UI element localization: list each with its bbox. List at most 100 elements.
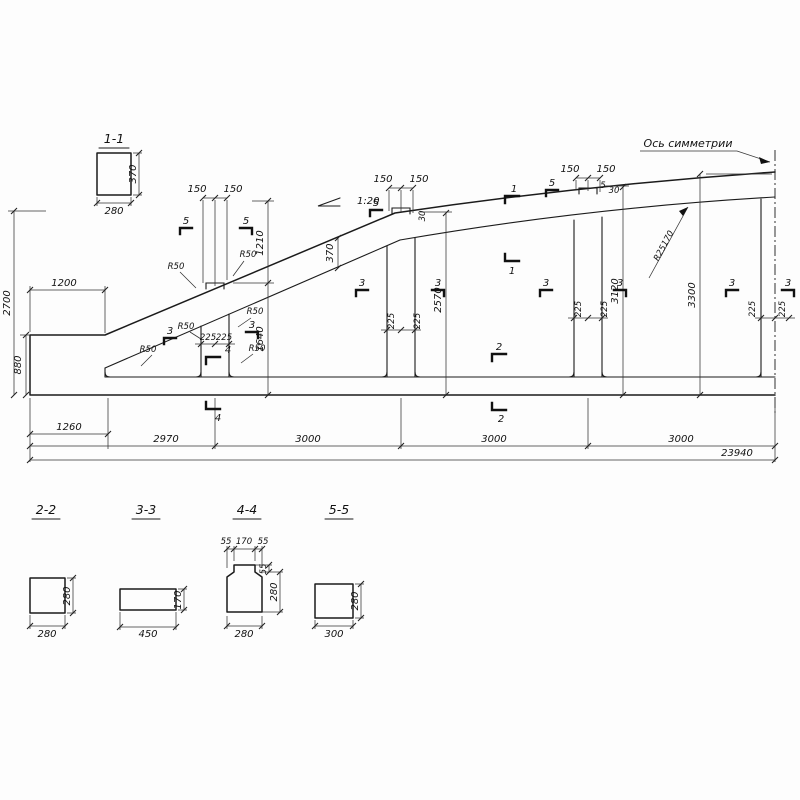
cut-3-p4-left: 3 [729,278,735,289]
section-5-5: 5-5 280 300 [314,502,361,640]
axis-arrowhead [759,157,770,164]
cut-5-p3: 5 [549,178,555,189]
dim-150-p3-right: 150 [596,164,615,175]
radius-r50-2: R50 [240,250,257,260]
dimensions [8,149,795,631]
section-4-4-label: 4-4 [237,502,257,517]
dim-225-p3-right: 225 [600,301,610,317]
dim-3000-c: 3000 [668,434,693,445]
cut-2-marks [490,352,508,412]
cut-3-p1-left: 3 [167,326,173,337]
cut-3-p3-right: 3 [617,278,623,289]
dim-total-23940: 23940 [721,448,753,459]
slope-symbol [317,197,341,207]
section-4-4-stem-height: 55 [259,564,269,575]
cut-3-p1-right: 3 [249,320,255,331]
cut-5-marks [178,188,560,236]
extension-lines [8,152,776,630]
cut-2-upper: 2 [496,342,502,353]
section-5-5-width: 300 [324,629,343,640]
main-elevation [29,150,776,414]
section-1-1-label: 1-1 [104,131,124,146]
cut-5-p2: 5 [373,198,379,209]
dim-225-p2-left: 225 [387,313,397,329]
section-cut-marks [162,188,796,412]
section-2-2-label: 2-2 [36,502,56,517]
section-3-3-height: 170 [173,590,184,609]
dim-3120: 3120 [610,278,621,303]
top-chord-inner-steep [104,239,401,369]
dim-880: 880 [13,355,24,374]
dim-150-p2-left: 150 [373,174,392,185]
dim-370-chord: 370 [325,243,336,262]
dimension-ticks [10,149,793,631]
post-edges [200,198,762,378]
dim-30-p2: 30 [418,211,428,222]
r25170-leader-line [648,206,689,279]
section-1-1-shape [96,152,132,196]
section-2-2-width: 280 [37,629,56,640]
fillet-arcs [104,371,762,378]
dim-2970: 2970 [153,434,178,445]
r25170-arrowhead [679,207,688,216]
top-chord-inner-gentle [399,196,776,241]
main-view-labels: Ось симметрии 1:20 150 150 150 150 150 1… [2,137,791,459]
dim-5-p3: 5 [600,181,605,191]
section-4-4-top-right: 55 [258,537,269,547]
section-1-1: 1-1 370 280 [96,131,139,217]
section-3-3-shape [119,588,177,611]
dim-225-p1-left: 225 [200,333,216,343]
axis-leader-line [640,150,771,163]
section-5-5-height: 280 [350,591,361,610]
radius-r25170: R25170 [652,229,676,263]
section-2-2-shape [29,577,66,614]
dim-3000-a: 3000 [295,434,320,445]
section-1-1-height: 370 [128,164,139,183]
section-3-3-label: 3-3 [136,502,156,517]
dim-225-p1-right: 225 [216,333,232,343]
section-4-4-width: 280 [234,629,253,640]
dim-1210: 1210 [255,230,266,255]
dim-150-p1-right: 150 [223,184,242,195]
cut-4-upper: 4 [225,345,231,356]
section-4-4: 4-4 55 170 55 55 280 280 [221,502,280,640]
section-3-3: 3-3 170 450 [119,502,184,640]
radius-r50-4: R50 [247,307,264,317]
section-4-4-top-left: 55 [221,537,232,547]
dim-225-p3-left: 225 [574,301,584,317]
dim-150-p2-right: 150 [409,174,428,185]
dim-1260: 1260 [56,422,81,433]
section-5-5-shape [314,583,354,619]
dim-150-p3-left: 150 [560,164,579,175]
cut-5-p1-right: 5 [243,216,249,227]
section-5-5-label: 5-5 [329,502,349,517]
cut-3-p2-right: 3 [435,278,441,289]
cut-1-marks [503,194,521,263]
dim-1640: 1640 [255,326,266,351]
radius-r50-3: R50 [178,322,195,332]
dim-30-p3: 30 [609,186,620,196]
cut-3-marks [162,288,796,346]
section-4-4-shape [226,564,263,613]
cut-3-p3-left: 3 [543,278,549,289]
section-2-2: 2-2 280 280 [29,502,73,640]
dim-2700: 2700 [2,290,13,315]
section-2-2-height: 280 [62,586,73,605]
dim-225-p2-right: 225 [413,313,423,329]
r50-leader-lines [140,260,254,367]
cut-4-marks [204,355,222,411]
cut-2-lower: 2 [498,414,504,425]
dim-150-p1-left: 150 [187,184,206,195]
cut-3-p2-left: 3 [359,278,365,289]
cut-5-p1-left: 5 [183,216,189,227]
section-4-4-top-mid: 170 [236,537,252,547]
dim-225-p4-left: 225 [748,301,758,317]
dim-3000-b: 3000 [481,434,506,445]
radius-r50-5: R50 [140,345,157,355]
radius-r50-6: R50 [249,344,266,354]
cut-1-lower: 1 [509,266,515,277]
dim-3300: 3300 [687,282,698,307]
cut-1-upper: 1 [511,184,517,195]
